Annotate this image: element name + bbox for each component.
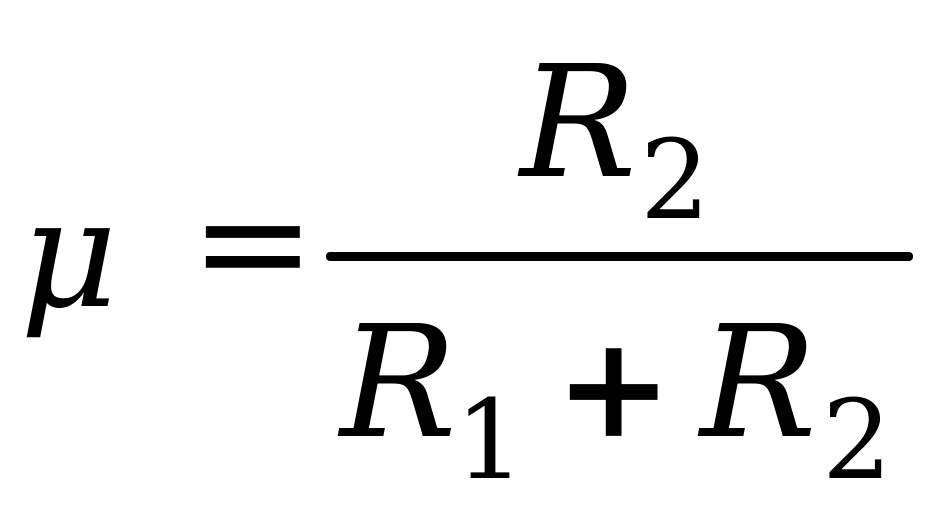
- equals-sign: =: [190, 156, 316, 330]
- denominator-resistance-1: R: [340, 292, 457, 473]
- denominator-resistance-2: R: [700, 292, 817, 473]
- denominator-subscript-2: 2: [822, 376, 892, 504]
- fraction-bar: [326, 252, 913, 261]
- numerator-resistance: R: [520, 32, 637, 213]
- denominator-subscript-1: 1: [455, 376, 525, 504]
- plus-sign: +: [555, 306, 673, 470]
- numerator-subscript: 2: [640, 116, 710, 244]
- mu-symbol: μ: [20, 168, 118, 342]
